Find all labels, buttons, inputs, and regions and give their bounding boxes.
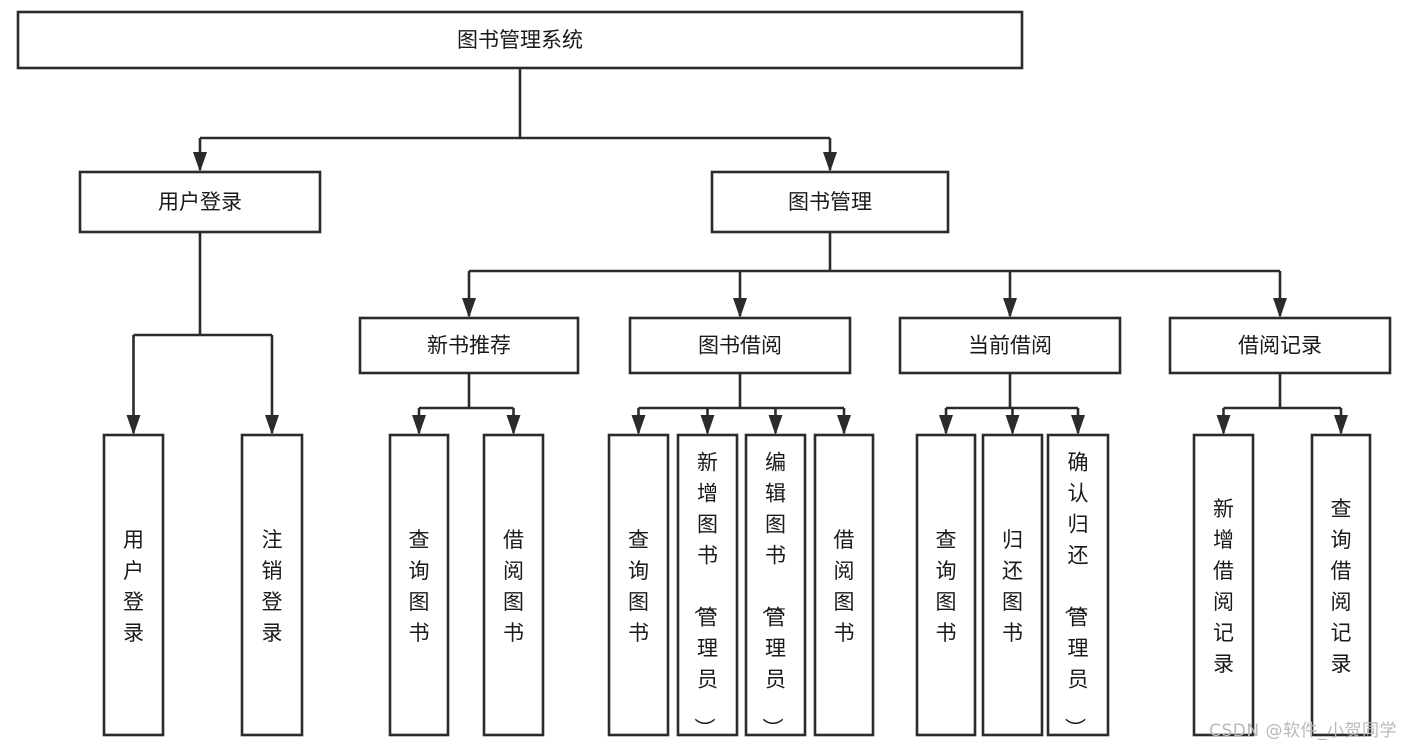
connector-new-book-rec-to-leaves xyxy=(412,373,521,435)
node-l4-add-record[interactable]: 新增借阅记录 xyxy=(1192,433,1255,737)
node-label: 编辑图书（管理员） xyxy=(760,451,786,739)
node-label: 借阅图书 xyxy=(503,528,524,645)
connector-borrow-record-to-leaves xyxy=(1216,373,1348,435)
node-l4-query-book-a[interactable]: 查询图书 xyxy=(388,433,450,737)
node-l3-borrow-record[interactable]: 借阅记录 xyxy=(1168,316,1392,375)
node-label: 归还图书 xyxy=(1002,528,1023,645)
connector-user-login-to-leaves xyxy=(126,232,279,435)
connector-layer xyxy=(126,68,1348,435)
node-label: 查询图书 xyxy=(936,528,957,645)
node-root[interactable]: 图书管理系统 xyxy=(16,10,1024,70)
node-label: 新增借阅记录 xyxy=(1213,497,1234,676)
node-l4-query-record[interactable]: 查询借阅记录 xyxy=(1310,433,1372,737)
node-l4-logout[interactable]: 注销登录 xyxy=(240,433,304,737)
node-l4-borrow-book-a[interactable]: 借阅图书 xyxy=(482,433,545,737)
connector-root-to-level2 xyxy=(193,68,837,172)
node-label: 用户登录 xyxy=(158,190,242,214)
node-label: 查询图书 xyxy=(628,528,649,645)
node-l3-current-borrow[interactable]: 当前借阅 xyxy=(898,316,1122,375)
node-label: 借阅记录 xyxy=(1238,334,1322,358)
node-layer: 图书管理系统用户登录图书管理新书推荐图书借阅当前借阅借阅记录用户登录注销登录查询… xyxy=(16,10,1392,739)
node-l4-return-book[interactable]: 归还图书 xyxy=(981,433,1044,737)
node-label: 用户登录 xyxy=(123,528,144,645)
node-l4-borrow-book-b[interactable]: 借阅图书 xyxy=(813,433,875,737)
node-label: 图书管理系统 xyxy=(457,28,583,52)
node-label: 新书推荐 xyxy=(427,334,511,358)
connector-current-borrow-to-leaves xyxy=(939,373,1085,435)
node-l4-user-login[interactable]: 用户登录 xyxy=(102,433,165,737)
node-l3-new-book-rec[interactable]: 新书推荐 xyxy=(358,316,580,375)
node-label: 查询图书 xyxy=(409,528,430,645)
node-label: 当前借阅 xyxy=(968,334,1052,358)
node-label: 借阅图书 xyxy=(834,528,855,645)
node-label: 查询借阅记录 xyxy=(1331,497,1352,676)
node-l4-query-book-b[interactable]: 查询图书 xyxy=(607,433,670,737)
node-label: 确认归还（管理员） xyxy=(1063,451,1089,739)
node-label: 注销登录 xyxy=(262,528,283,645)
node-l4-edit-book-admin[interactable]: 编辑图书（管理员） xyxy=(744,433,807,739)
node-label: 图书管理 xyxy=(788,190,872,214)
node-l2-user-login[interactable]: 用户登录 xyxy=(78,170,322,234)
node-label: 图书借阅 xyxy=(698,334,782,358)
node-l2-book-mgmt[interactable]: 图书管理 xyxy=(710,170,950,234)
csdn-watermark: CSDN @软件_小贺同学 xyxy=(1209,721,1397,741)
connector-book-borrow-to-leaves xyxy=(631,373,851,435)
node-l4-add-book-admin[interactable]: 新增图书（管理员） xyxy=(676,433,739,739)
node-l3-book-borrow[interactable]: 图书借阅 xyxy=(628,316,852,375)
node-l4-confirm-return-admin[interactable]: 确认归还（管理员） xyxy=(1046,433,1110,739)
node-label: 新增图书（管理员） xyxy=(692,451,718,739)
node-l4-query-book-c[interactable]: 查询图书 xyxy=(915,433,977,737)
connector-book-mgmt-to-level3 xyxy=(462,232,1287,318)
